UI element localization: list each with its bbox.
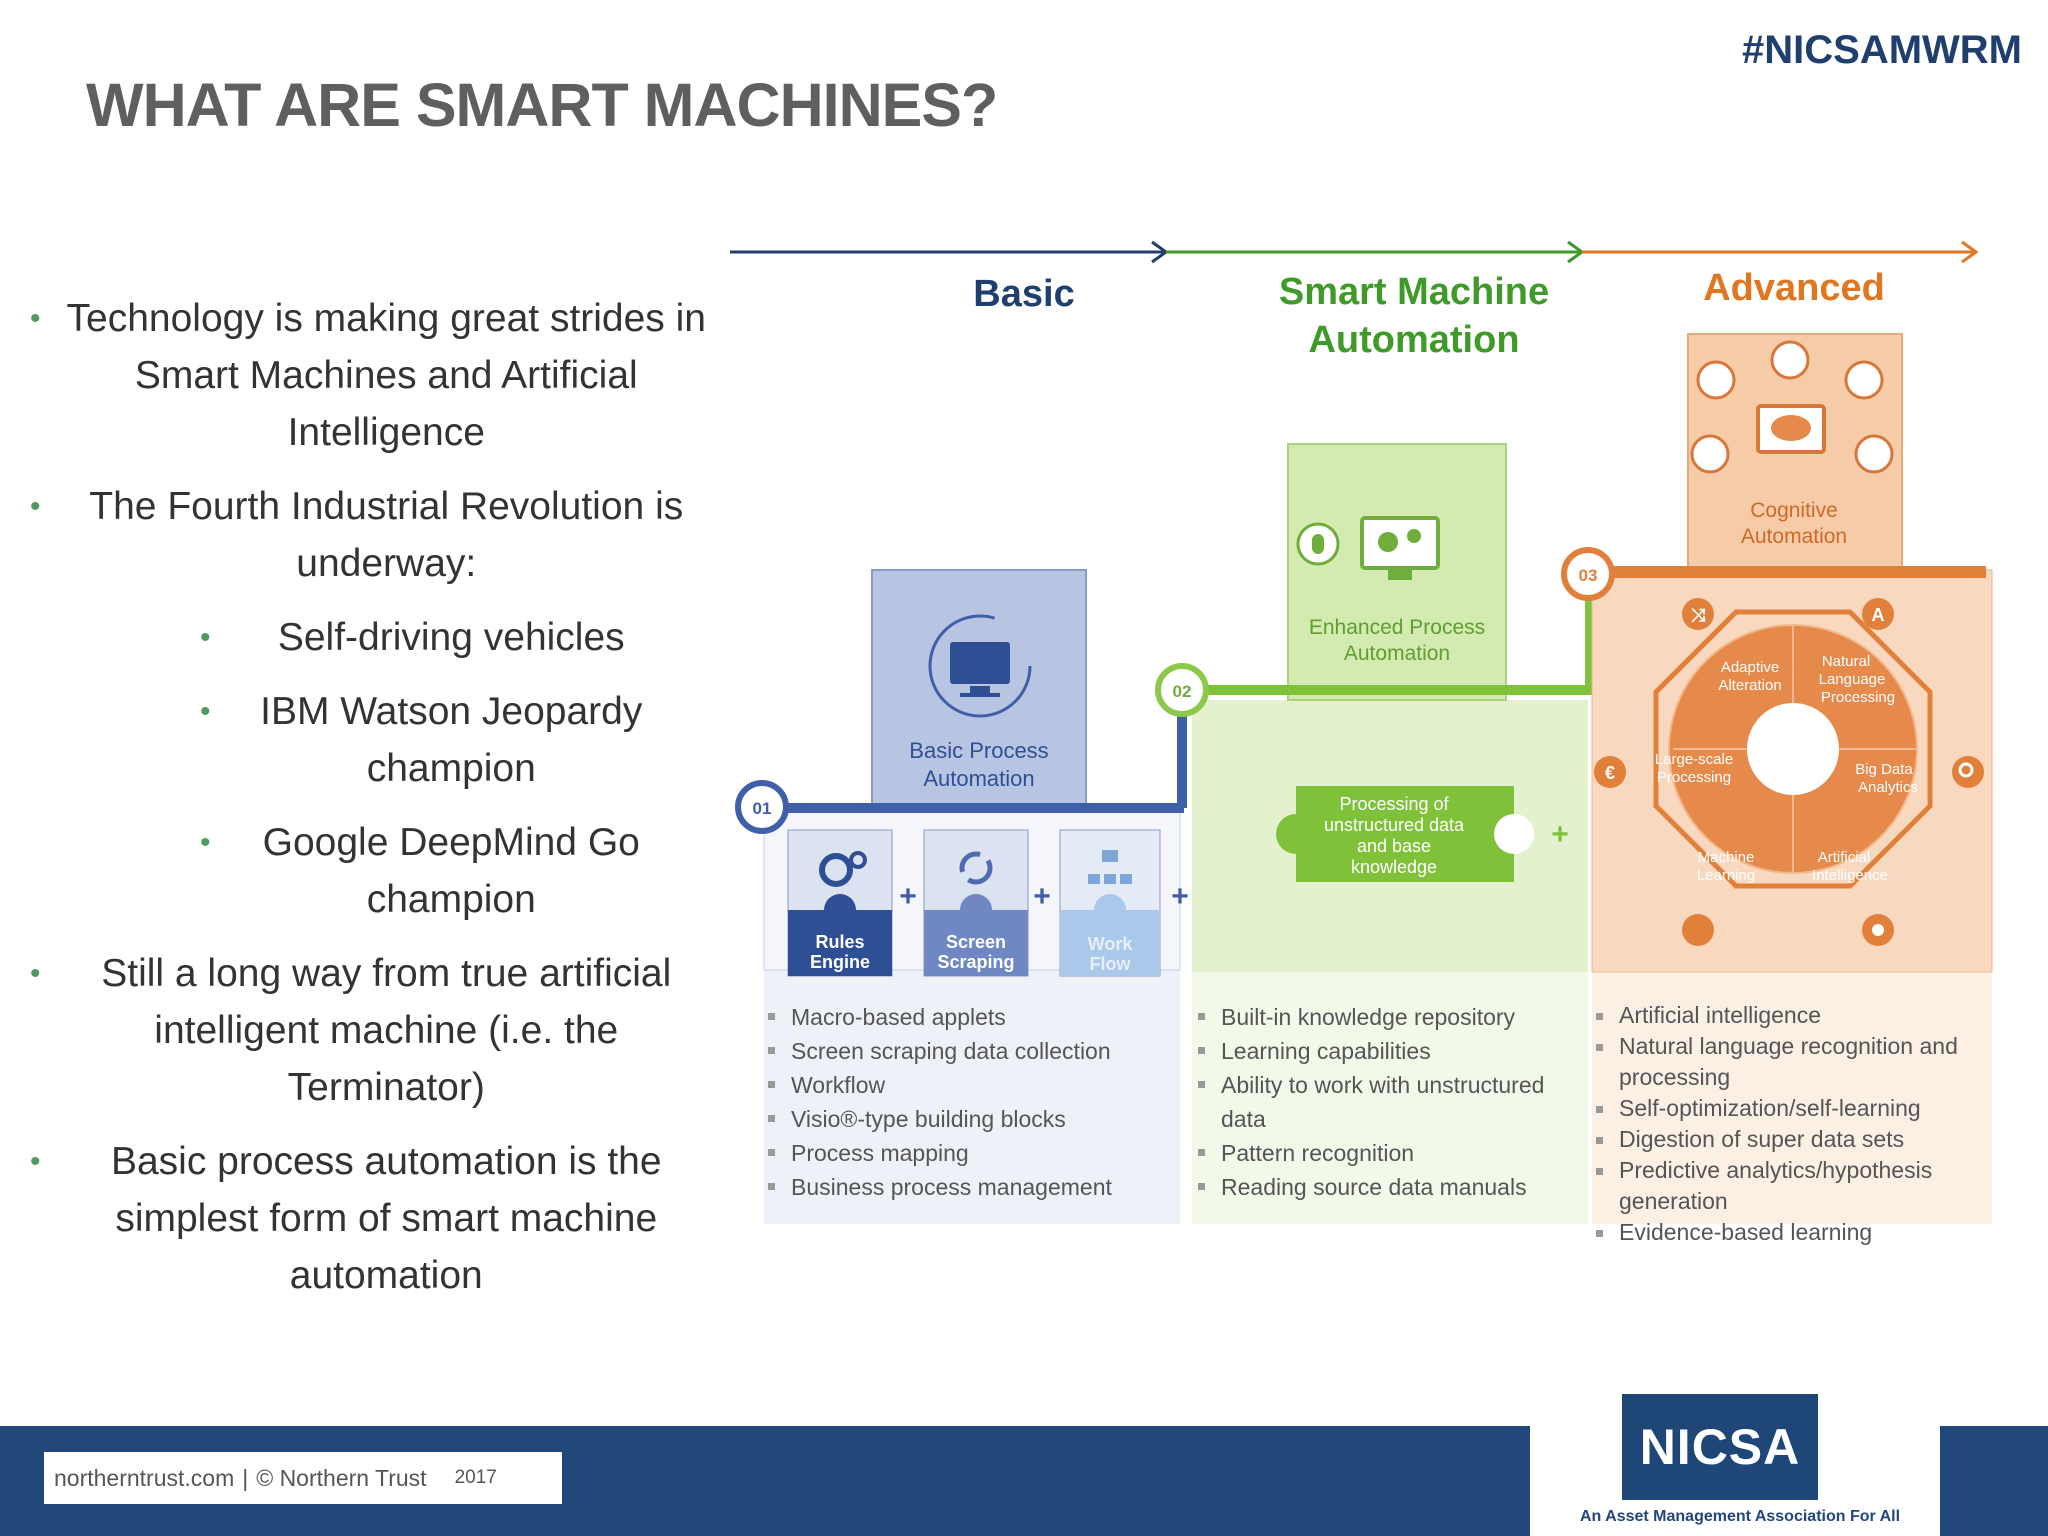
- step-marker: [1561, 547, 1615, 601]
- puzzle-piece: [1296, 786, 1514, 882]
- bullet-item: •Basic process automation is the simples…: [30, 1140, 662, 1297]
- svg-text:Artificial: Artificial: [1818, 849, 1871, 866]
- footer-site-link[interactable]: northerntrust.com: [54, 1464, 235, 1491]
- svg-text:Work: Work: [1088, 934, 1134, 954]
- bullet-item: •Still a long way from true artificial i…: [30, 952, 672, 1109]
- svg-text:Cognitive: Cognitive: [1750, 499, 1838, 522]
- grid-icon: [1682, 914, 1714, 946]
- letter-a-icon: [1862, 598, 1894, 630]
- sub-bullet-item: •IBM Watson Jeopardy champion: [200, 690, 643, 790]
- svg-text:Enhanced Process: Enhanced Process: [1309, 616, 1485, 639]
- smart-feature-list: Built-in knowledge repository Learning c…: [1194, 1000, 1594, 1204]
- stage-title-advanced: Advanced: [1703, 267, 1885, 309]
- list-item: Built-in knowledge repository: [1194, 1000, 1594, 1034]
- list-item: Learning capabilities: [1194, 1034, 1594, 1068]
- gear-icon: [1378, 532, 1398, 552]
- footer-copyright: © Northern Trust: [256, 1464, 427, 1491]
- svg-text:+: +: [1171, 880, 1189, 913]
- svg-text:Flow: Flow: [1090, 954, 1132, 974]
- stage-title-smart: Smart Machine Automation: [1278, 271, 1550, 361]
- svg-text:Processing: Processing: [1821, 689, 1895, 706]
- brain-icon: [1771, 415, 1811, 441]
- svg-text:Processing: Processing: [1657, 769, 1731, 786]
- list-item: Digestion of super data sets: [1592, 1124, 1992, 1155]
- nicsa-logo: NICSA: [1622, 1394, 1818, 1500]
- svg-text:Automation: Automation: [1741, 525, 1847, 548]
- svg-text:01: 01: [753, 799, 772, 818]
- list-item: Business process management: [764, 1170, 1184, 1204]
- workflow-icon: [1102, 850, 1118, 862]
- sub-bullet-item: •Google DeepMind Go champion: [200, 821, 640, 921]
- page-title: WHAT ARE SMART MACHINES?: [86, 71, 998, 139]
- svg-text:Natural: Natural: [1822, 653, 1870, 670]
- svg-text:Screen: Screen: [946, 932, 1006, 952]
- basic-feature-list: Macro-based applets Screen scraping data…: [764, 1000, 1184, 1204]
- automation-diagram: 01 Basic Process Automation Rules Engine…: [724, 230, 2034, 1270]
- list-item: Process mapping: [764, 1136, 1184, 1170]
- list-item: Evidence-based learning: [1592, 1217, 1992, 1248]
- svg-text:Intelligence: Intelligence: [1812, 867, 1888, 884]
- gear-icon: [819, 853, 853, 887]
- euro-icon: [1594, 756, 1626, 788]
- svg-text:03: 03: [1579, 566, 1598, 585]
- hashtag: #NICSAMWRM: [1742, 28, 2022, 72]
- shuffle-icon: [1682, 598, 1714, 630]
- list-item: Workflow: [764, 1068, 1184, 1102]
- svg-text:Rules: Rules: [815, 932, 864, 952]
- svg-text:Machine: Machine: [1698, 849, 1755, 866]
- diagram-graphic: 01 Basic Process Automation Rules Engine…: [730, 240, 1993, 1224]
- svg-text:Large-scale: Large-scale: [1655, 751, 1733, 768]
- list-item: Reading source data manuals: [1194, 1170, 1594, 1204]
- list-item: Pattern recognition: [1194, 1136, 1594, 1170]
- svg-text:Processing of: Processing of: [1339, 794, 1449, 814]
- footer-credit: northerntrust.com | © Northern Trust 201…: [44, 1452, 562, 1504]
- search-icon: [1952, 756, 1984, 788]
- list-item: Screen scraping data collection: [764, 1034, 1184, 1068]
- svg-text:€: €: [1605, 763, 1615, 783]
- svg-text:Scraping: Scraping: [937, 952, 1014, 972]
- footer-year: 2017: [454, 1467, 497, 1488]
- svg-text:Adaptive: Adaptive: [1721, 659, 1779, 676]
- svg-text:+: +: [1551, 818, 1569, 851]
- svg-text:+: +: [899, 880, 917, 913]
- monitor-icon: [950, 642, 1010, 684]
- svg-text:+: +: [1033, 880, 1051, 913]
- svg-text:02: 02: [1173, 682, 1192, 701]
- svg-text:Automation: Automation: [1344, 642, 1450, 665]
- svg-text:Alteration: Alteration: [1718, 677, 1781, 694]
- svg-text:Engine: Engine: [810, 952, 870, 972]
- list-item: Predictive analytics/hypothesis generati…: [1592, 1155, 1992, 1217]
- bullet-item: •Technology is making great strides in S…: [30, 297, 706, 454]
- svg-text:Learning: Learning: [1697, 867, 1755, 884]
- sub-bullet-item: •Self-driving vehicles: [200, 616, 625, 659]
- step-marker: [735, 780, 789, 834]
- nicsa-tagline: An Asset Management Association For All: [1579, 1508, 1901, 1525]
- monitor-icon: [1360, 516, 1440, 570]
- list-item: Artificial intelligence: [1592, 1000, 1992, 1031]
- refresh-icon: [959, 851, 993, 885]
- wheel-frame: [1653, 609, 1933, 889]
- svg-text:unstructured data: unstructured data: [1324, 815, 1465, 835]
- svg-text:⤨: ⤨: [1691, 605, 1705, 625]
- stage-title-basic: Basic: [973, 273, 1075, 315]
- list-item: Visio®-type building blocks: [764, 1102, 1184, 1136]
- bullet-item: •The Fourth Industrial Revolution is und…: [30, 485, 684, 585]
- svg-text:knowledge: knowledge: [1351, 857, 1437, 877]
- svg-text:Big Data: Big Data: [1855, 761, 1913, 778]
- list-item: Ability to work with unstructured data: [1194, 1068, 1594, 1136]
- svg-text:Language: Language: [1819, 671, 1886, 688]
- bullet-list: •Technology is making great strides in S…: [30, 290, 720, 1321]
- svg-text:Automation: Automation: [923, 766, 1034, 791]
- svg-text:Basic Process: Basic Process: [909, 738, 1048, 763]
- step-marker: [1155, 663, 1209, 717]
- svg-text:A: A: [1872, 605, 1885, 625]
- svg-text:and base: and base: [1357, 836, 1431, 856]
- list-item: Macro-based applets: [764, 1000, 1184, 1034]
- list-item: Natural language recognition and process…: [1592, 1031, 1992, 1093]
- svg-text:Analytics: Analytics: [1858, 779, 1918, 796]
- advanced-feature-list: Artificial intelligence Natural language…: [1592, 1000, 1992, 1248]
- list-item: Self-optimization/self-learning: [1592, 1093, 1992, 1124]
